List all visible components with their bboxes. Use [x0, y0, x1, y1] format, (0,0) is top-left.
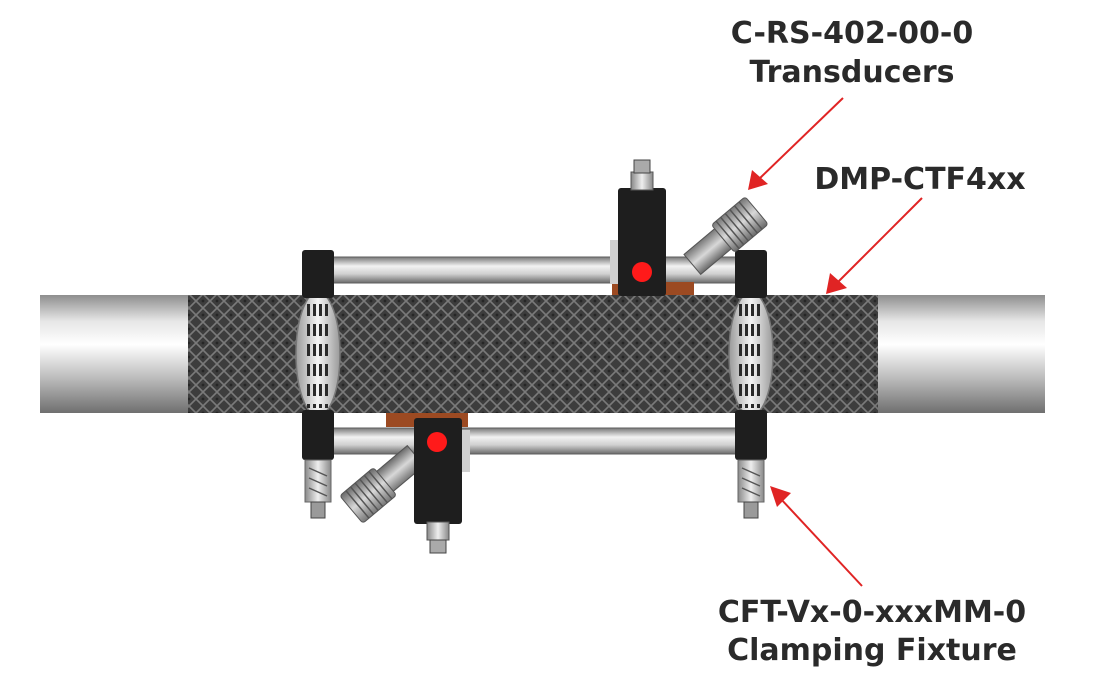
transducer-top — [610, 159, 768, 296]
arrow-wrap — [826, 197, 923, 294]
fixture-block-bottom-left — [302, 410, 334, 460]
transducer-bottom-body — [414, 418, 462, 524]
transducers-name-label: Transducers — [749, 55, 954, 90]
cable-connector-bottom — [340, 444, 425, 523]
transducers-part-number-label: C-RS-402-00-0 — [731, 16, 973, 51]
composite-wrap — [188, 295, 878, 413]
tension-screw-right — [737, 459, 765, 519]
fixture-block-bottom-right — [735, 410, 767, 460]
guide-rod-top — [324, 256, 751, 284]
fixture-block-top-right — [735, 250, 767, 298]
transducer-bottom — [340, 413, 470, 554]
transducer-top-body — [618, 188, 666, 296]
wrap-part-number-label: DMP-CTF4xx — [814, 162, 1025, 197]
arrow-transducers — [748, 97, 844, 190]
tension-screw-left — [304, 459, 332, 519]
fixture-name-label: Clamping Fixture — [727, 633, 1017, 668]
marker-dot-bottom — [427, 432, 447, 452]
fixture-part-number-label: CFT-Vx-0-xxxMM-0 — [718, 595, 1026, 630]
cable-connector-top — [683, 197, 768, 276]
clamp-band-left — [295, 291, 341, 417]
marker-dot-top — [632, 262, 652, 282]
fixture-block-top-left — [302, 250, 334, 298]
arrow-fixture — [770, 486, 863, 587]
guide-rod-bottom — [324, 427, 751, 455]
clamp-band-right — [728, 291, 774, 417]
